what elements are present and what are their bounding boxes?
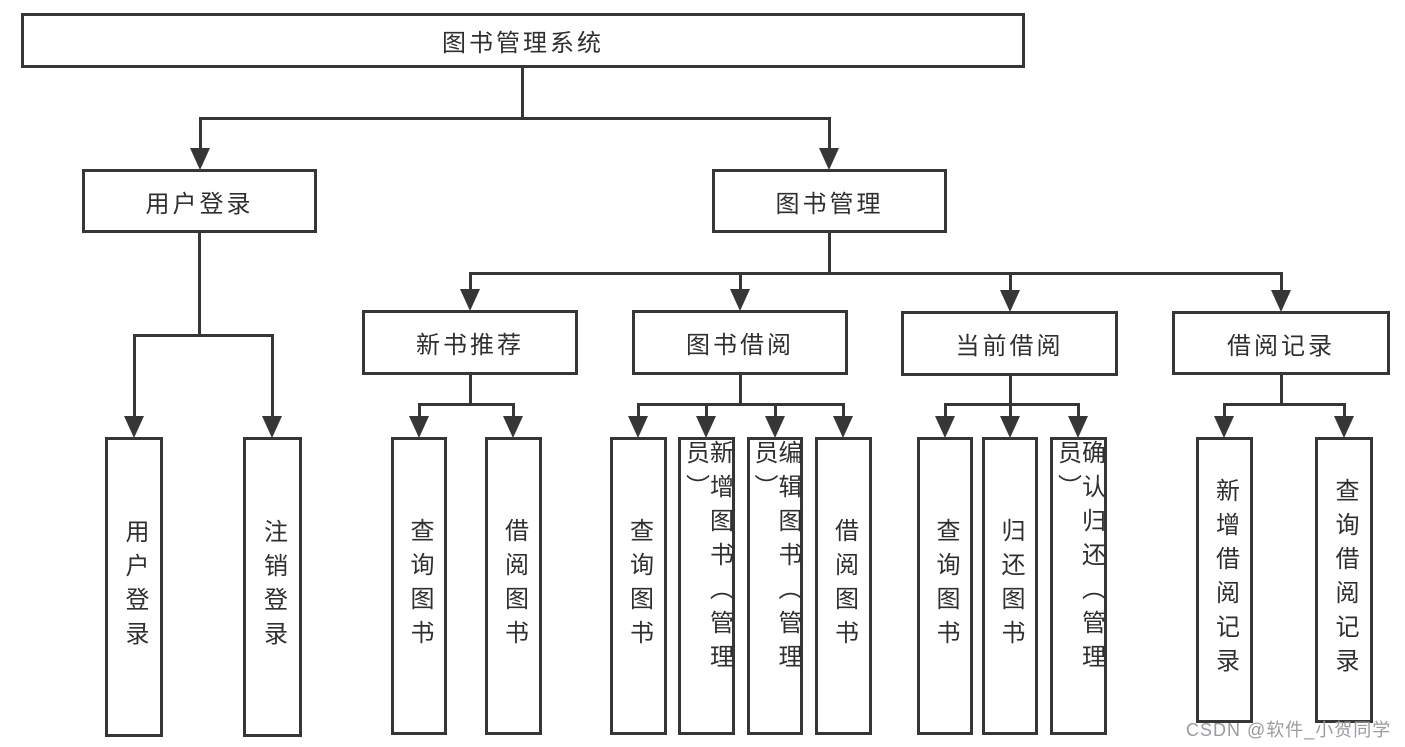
node-leaf-logout: 注销登录	[243, 437, 302, 737]
node-user-login: 用户登录	[82, 169, 317, 233]
connector-stem-user-login	[197, 233, 201, 337]
connector-drop-book-borrow	[738, 273, 742, 289]
connector-drop-leaf-edit-book	[773, 404, 777, 416]
arrow-down-icon	[1068, 416, 1088, 438]
arrow-down-icon	[1271, 290, 1291, 312]
node-leaf-query-book: 查询图书	[610, 437, 667, 735]
connector-stem-book-borrow	[738, 375, 742, 406]
arrow-down-icon	[124, 416, 144, 438]
node-current-borrow: 当前借阅	[901, 311, 1118, 376]
node-borrow-record: 借阅记录	[1172, 311, 1390, 375]
node-leaf-add-record: 新增借阅记录	[1196, 437, 1253, 723]
connector-drop-leaf-confirm-return	[1076, 404, 1080, 416]
connector-drop-user-login	[198, 118, 202, 148]
arrow-down-icon	[503, 416, 523, 438]
arrow-down-icon	[628, 416, 648, 438]
connector-drop-leaf-user-login	[132, 335, 136, 416]
arrow-down-icon	[819, 148, 839, 170]
node-leaf-add-book: 新增图书（管理员）	[678, 437, 735, 735]
arrow-down-icon	[730, 289, 750, 311]
connector-drop-borrow-record	[1279, 273, 1283, 290]
arrow-down-icon	[1214, 416, 1234, 438]
connector-stem-root	[520, 68, 524, 120]
arrow-down-icon	[833, 416, 853, 438]
arrow-down-icon	[696, 416, 716, 438]
node-leaf-borrow-book-rec: 借阅图书	[485, 437, 542, 735]
connector-drop-leaf-query-book	[636, 404, 640, 416]
node-leaf-return-book: 归还图书	[982, 437, 1038, 735]
connector-drop-leaf-query-current	[943, 404, 947, 416]
connector-bus-current-borrow	[943, 402, 1080, 406]
connector-bus-new-book-recommend	[417, 402, 515, 406]
connector-drop-leaf-logout	[270, 335, 274, 416]
node-leaf-query-current: 查询图书	[917, 437, 973, 735]
connector-drop-current-borrow	[1008, 273, 1012, 290]
connector-drop-leaf-add-book	[704, 404, 708, 416]
connector-bus-borrow-record	[1222, 402, 1346, 406]
arrow-down-icon	[409, 416, 429, 438]
node-leaf-query-book-rec: 查询图书	[391, 437, 447, 735]
connector-stem-current-borrow	[1008, 376, 1012, 406]
node-book-management: 图书管理	[712, 169, 947, 233]
connector-drop-leaf-query-record	[1342, 404, 1346, 416]
node-leaf-user-login: 用户登录	[105, 437, 163, 737]
node-root: 图书管理系统	[21, 13, 1025, 68]
connector-stem-book-management	[827, 233, 831, 275]
arrow-down-icon	[1000, 416, 1020, 438]
node-book-borrow: 图书借阅	[632, 310, 848, 375]
node-leaf-edit-book: 编辑图书（管理员）	[747, 437, 803, 735]
arrow-down-icon	[1000, 290, 1020, 312]
connector-drop-leaf-borrow-book-rec	[511, 404, 515, 416]
arrow-down-icon	[765, 416, 785, 438]
connector-drop-leaf-add-record	[1222, 404, 1226, 416]
node-leaf-borrow-book: 借阅图书	[815, 437, 872, 735]
csdn-watermark: CSDN @软件_小贺同学	[1186, 720, 1392, 740]
arrow-down-icon	[262, 416, 282, 438]
connector-bus-user-login	[132, 333, 274, 337]
arrow-down-icon	[935, 416, 955, 438]
connector-drop-book-management	[827, 118, 831, 148]
connector-bus-book-borrow	[636, 402, 845, 406]
connector-stem-new-book-recommend	[468, 375, 472, 406]
connector-drop-leaf-return-book	[1008, 404, 1012, 416]
connector-drop-leaf-borrow-book	[841, 404, 845, 416]
connector-bus-book-management	[468, 271, 1283, 275]
connector-drop-new-book-recommend	[468, 273, 472, 289]
node-leaf-query-record: 查询借阅记录	[1315, 437, 1373, 723]
connector-drop-leaf-query-book-rec	[417, 404, 421, 416]
connector-stem-borrow-record	[1279, 375, 1283, 406]
arrow-down-icon	[190, 148, 210, 170]
node-leaf-confirm-return: 确认归还（管理员）	[1050, 437, 1107, 735]
arrow-down-icon	[1334, 416, 1354, 438]
node-new-book-recommend: 新书推荐	[362, 310, 578, 375]
arrow-down-icon	[460, 289, 480, 311]
connector-bus-root	[198, 116, 831, 120]
